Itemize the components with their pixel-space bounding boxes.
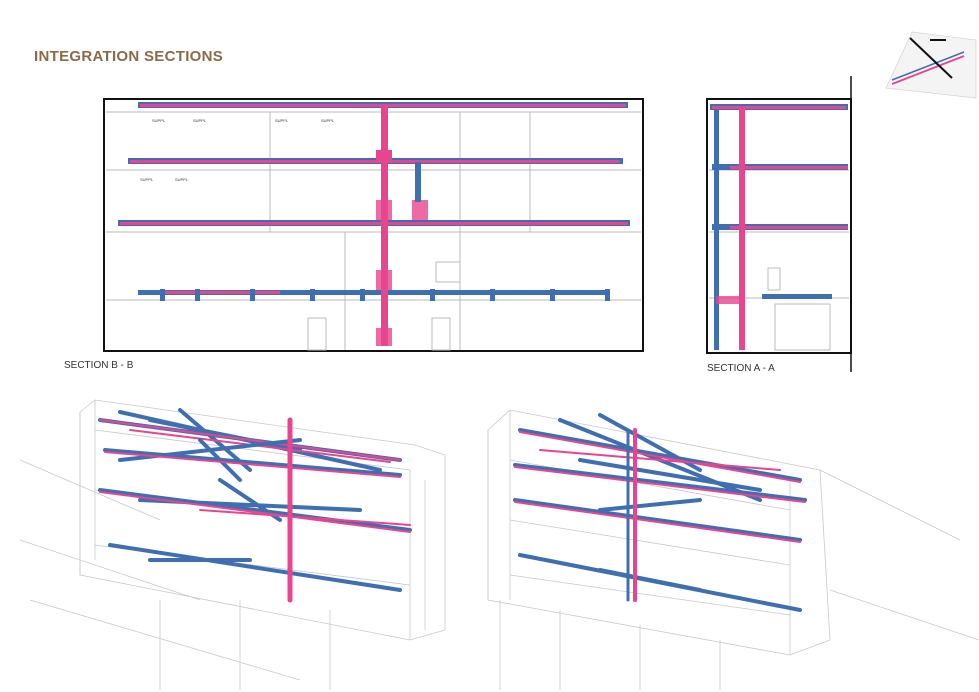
diffuser-tag: SUPPL [193,118,207,123]
diffuser-tag: SUPPL [321,118,335,123]
diffuser-tag: SUPPL [275,118,289,123]
section-b-b-drawing: SUPPL SUPPL SUPPL SUPPL SUPPL SUPPL [103,98,644,352]
section-a-a-drawing [706,76,852,372]
section-b-b-label: SECTION B - B [64,360,134,371]
sheet-title: INTEGRATION SECTIONS [34,48,224,65]
diffuser-tag: SUPPL [152,118,166,123]
isometric-view-right [487,409,979,690]
isometric-view-left [19,399,446,690]
section-a-a-label: SECTION A - A [707,363,775,374]
key-plan [885,31,977,99]
diffuser-tag: SUPPL [140,177,154,182]
diffuser-tag: SUPPL [175,177,189,182]
